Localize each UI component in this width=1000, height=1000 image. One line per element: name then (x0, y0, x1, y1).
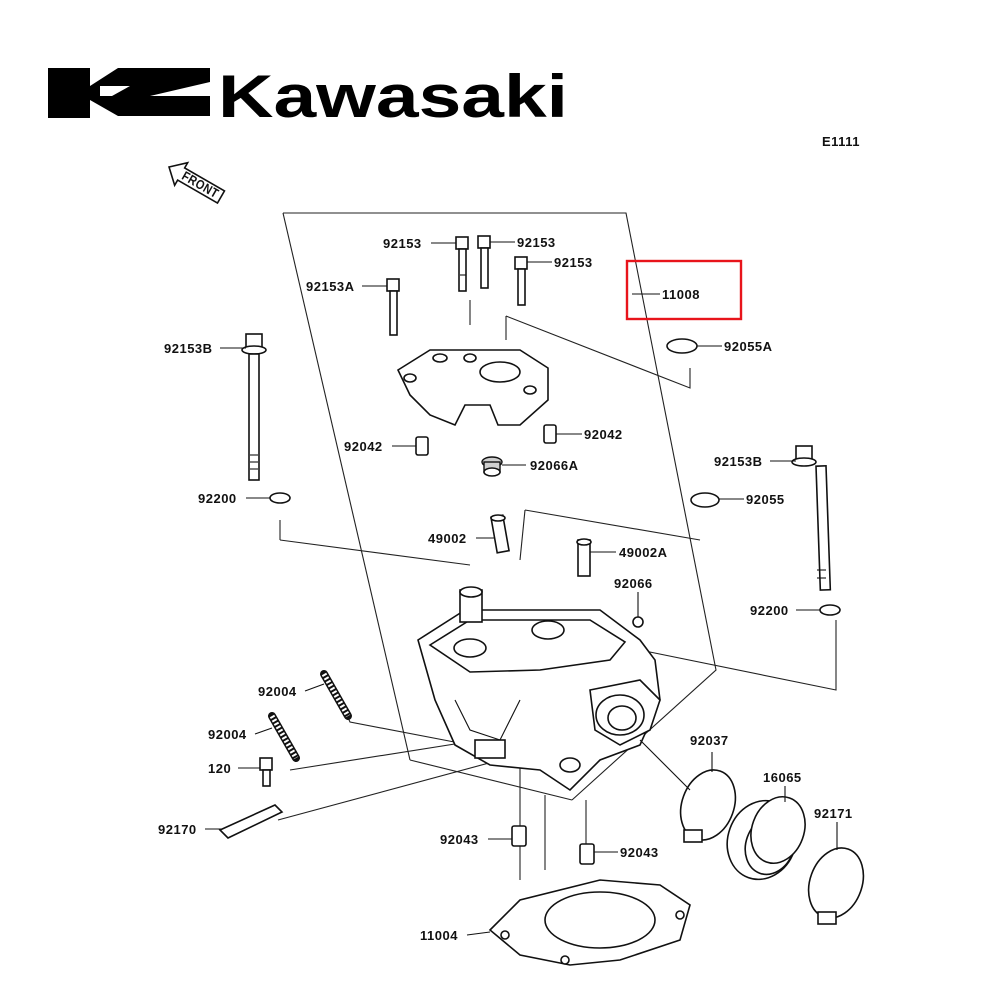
part-label-92037: 92037 (690, 733, 729, 748)
part-label-92170: 92170 (158, 822, 197, 837)
plate-92170-icon (218, 804, 284, 839)
cylinder-head-icon (417, 586, 661, 792)
stud-bolt-92153B-left-icon (241, 333, 267, 481)
valve-guide-49002A-icon (576, 538, 592, 577)
head-gasket-11004-icon (488, 879, 691, 966)
part-label-92055: 92055 (746, 492, 785, 507)
part-label-16065: 16065 (763, 770, 802, 785)
brand-name: Kawasaki (218, 63, 568, 130)
carburetor-holder-16065-icon (726, 796, 806, 881)
clamp-92171-icon (807, 847, 865, 925)
part-label-49002A: 49002A (619, 545, 668, 560)
stud-92004-a-icon (320, 670, 352, 720)
front-arrow-icon: FRONT (168, 161, 226, 205)
kawasaki-k-mark-icon (48, 68, 210, 118)
diagram-code: E1111 (822, 134, 860, 149)
part-label-49002: 49002 (428, 531, 467, 546)
bolt-92153-c-icon (514, 256, 528, 306)
part-label-120: 120 (208, 761, 231, 776)
part-label-92066A: 92066A (530, 458, 579, 473)
part-label-92153B-left: 92153B (164, 341, 213, 356)
highlight-box-11008 (625, 259, 743, 321)
bolt-120-icon (259, 757, 273, 787)
dowel-pin-92043-right-icon (579, 843, 595, 865)
part-label-92066: 92066 (614, 576, 653, 591)
bolt-92153-b-icon (477, 235, 491, 289)
part-label-92200-right: 92200 (750, 603, 789, 618)
part-label-11004: 11004 (420, 928, 458, 943)
leader-lines (205, 241, 838, 936)
clamp-92037-icon (679, 769, 737, 843)
washer-92200-left-icon (269, 492, 291, 504)
part-label-92043-left: 92043 (440, 832, 479, 847)
part-label-92153A: 92153A (306, 279, 355, 294)
stud-92004-b-icon (268, 712, 300, 762)
front-arrow-label: FRONT (179, 168, 221, 201)
camshaft-cap-icon (396, 349, 549, 427)
part-labels: 92153 92153 92153 92153A 11008 92055A 92… (158, 235, 853, 943)
part-label-92042-left: 92042 (344, 439, 383, 454)
bolt-92153-a-icon (455, 236, 469, 292)
valve-guide-49002-icon (490, 514, 510, 554)
plug-92066-icon (632, 616, 644, 628)
part-label-92153-a: 92153 (383, 236, 422, 251)
part-label-92042-right: 92042 (584, 427, 623, 442)
part-label-92171: 92171 (814, 806, 853, 821)
part-label-92004-a: 92004 (258, 684, 297, 699)
o-ring-92055-icon (690, 492, 720, 508)
part-label-92153-b: 92153 (517, 235, 556, 250)
dowel-pin-92043-left-icon (511, 825, 527, 847)
part-label-92043-right: 92043 (620, 845, 659, 860)
bolt-92153A-icon (386, 278, 400, 336)
part-label-92153B-right: 92153B (714, 454, 763, 469)
part-label-92153-c: 92153 (554, 255, 593, 270)
dowel-pin-92042-left-icon (415, 436, 429, 456)
kawasaki-logo: Kawasaki (48, 63, 568, 130)
part-label-11008: 11008 (662, 287, 700, 302)
part-label-92004-b: 92004 (208, 727, 247, 742)
part-label-92055A: 92055A (724, 339, 773, 354)
part-label-92200-left: 92200 (198, 491, 237, 506)
washer-92200-right-icon (819, 604, 841, 616)
dowel-pin-92042-right-icon (543, 424, 557, 444)
plug-92066A-icon (481, 456, 503, 477)
stud-bolt-92153B-right-icon (791, 445, 832, 591)
o-ring-92055A-icon (666, 338, 698, 354)
